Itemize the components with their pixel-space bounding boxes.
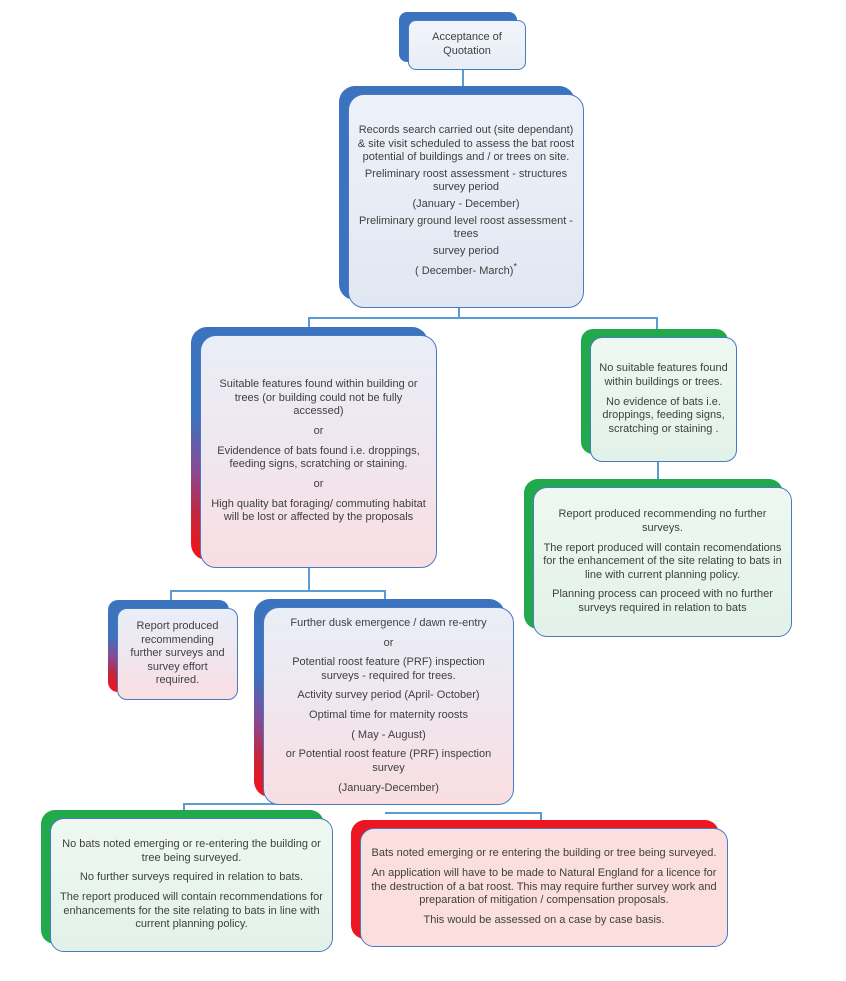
node-paragraph: Preliminary ground level roost assessmen…	[359, 214, 573, 241]
no-bats-box: No bats noted emerging or re-entering th…	[50, 818, 333, 952]
node-report-further-surveys: Report produced recommending further sur…	[108, 600, 238, 700]
node-paragraph: No bats noted emerging or re-entering th…	[62, 838, 321, 864]
connector-records-stub	[458, 306, 460, 318]
node-paragraph: Bats noted emerging or re entering the b…	[371, 847, 717, 860]
node-paragraph: Evidendence of bats found i.e. droppings…	[217, 444, 420, 471]
node-paragraph: Preliminary roost assessment - structure…	[364, 167, 568, 194]
node-bats-noted: Bats noted emerging or re entering the b…	[351, 820, 728, 947]
records-trees-period: ( December- March)*	[357, 261, 575, 279]
node-paragraph: Activity survey period (April- October)	[297, 689, 480, 702]
connector-acceptance-to-records	[462, 70, 464, 96]
node-acceptance-of-quotation: Acceptance of Quotation	[399, 12, 526, 70]
node-paragraph: or	[313, 425, 324, 438]
node-paragraph: No evidence of bats i.e. droppings, feed…	[602, 395, 725, 435]
connector-no-suitable-to-report	[657, 460, 659, 488]
no-suitable-features-box: No suitable features found within buildi…	[590, 337, 737, 462]
node-paragraph: Report produced recommending further sur…	[130, 619, 225, 687]
node-paragraph: Further dusk emergence / dawn re-entry	[290, 616, 487, 629]
connector-further-right-horizontal	[385, 812, 541, 814]
node-paragraph: The report produced will contain recomen…	[543, 541, 782, 581]
connector-suitable-stub	[308, 566, 310, 591]
node-paragraph: or Potential roost feature (PRF) inspect…	[285, 748, 492, 774]
records-paragraphs: Records search carried out (site dependa…	[357, 121, 575, 262]
acceptance-box: Acceptance of Quotation	[408, 20, 526, 70]
trees-period-text: ( December- March)	[415, 264, 514, 277]
node-no-bats-noted: No bats noted emerging or re-entering th…	[41, 810, 333, 952]
bats-noted-box: Bats noted emerging or re entering the b…	[360, 828, 728, 947]
connector-records-horizontal	[308, 317, 658, 319]
report-further-box: Report produced recommending further sur…	[117, 608, 238, 700]
node-paragraph: No further surveys required in relation …	[79, 871, 304, 884]
node-paragraph: ( May - August)	[351, 728, 426, 741]
node-paragraph: Planning process can proceed with no fur…	[552, 588, 773, 615]
node-paragraph: Potential roost feature (PRF) inspection…	[292, 656, 485, 682]
node-paragraph: or	[313, 477, 324, 490]
connector-to-report-further	[170, 590, 172, 609]
node-paragraph: (January - December)	[412, 198, 520, 210]
connector-to-suitable	[308, 317, 310, 336]
node-records-search: Records search carried out (site dependa…	[339, 86, 584, 308]
connector-suitable-horizontal	[170, 590, 385, 592]
suitable-features-box: Suitable features found within building …	[200, 335, 437, 568]
node-paragraph: Suitable features found within building …	[219, 378, 418, 418]
node-paragraph: The report produced will contain recomme…	[60, 891, 323, 931]
node-paragraph: (January-December)	[338, 781, 439, 794]
node-paragraph: No suitable features found within buildi…	[599, 362, 728, 389]
node-paragraph: Acceptance of Quotation	[432, 31, 502, 57]
node-paragraph: or	[383, 636, 394, 649]
node-paragraph: survey period	[432, 244, 500, 257]
node-paragraph: High quality bat foraging/ commuting hab…	[211, 497, 426, 524]
records-box: Records search carried out (site dependa…	[348, 94, 584, 308]
node-paragraph: This would be assessed on a case by case…	[423, 913, 665, 926]
node-paragraph: Records search carried out (site dependa…	[357, 123, 575, 164]
further-surveys-box: Further dusk emergence / dawn re-entry or…	[263, 607, 514, 805]
node-further-surveys: Further dusk emergence / dawn re-entry or…	[254, 599, 514, 805]
node-paragraph: Report produced recommending no further …	[558, 508, 767, 534]
node-no-suitable-features: No suitable features found within buildi…	[581, 329, 737, 462]
footnote-asterisk: *	[513, 260, 517, 271]
node-report-no-further-surveys: Report produced recommending no further …	[524, 479, 792, 637]
report-no-further-box: Report produced recommending no further …	[533, 487, 792, 637]
node-suitable-features: Suitable features found within building …	[191, 327, 437, 568]
connector-to-no-suitable	[656, 317, 658, 338]
node-paragraph: Optimal time for maternity roosts	[309, 709, 468, 721]
node-paragraph: An application will have to be made to N…	[371, 867, 717, 907]
